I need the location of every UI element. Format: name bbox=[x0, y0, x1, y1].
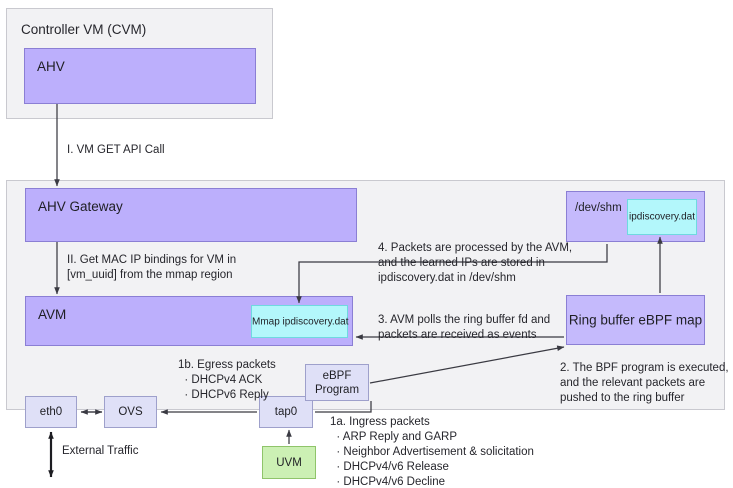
ipdiscovery-file-node[interactable]: ipdiscovery.dat bbox=[627, 199, 697, 235]
ipdiscovery-file-label: ipdiscovery.dat bbox=[629, 211, 695, 223]
mmap-ipdiscovery-label: Mmap ipdiscovery.dat bbox=[252, 316, 349, 327]
uvm-node[interactable]: UVM bbox=[262, 446, 316, 479]
ahv-node-label: AHV bbox=[37, 59, 65, 74]
tap0-label: tap0 bbox=[274, 406, 298, 418]
annotation-step-3: 3. AVM polls the ring buffer fd and pack… bbox=[378, 314, 551, 341]
annotation-step-2: 2. The BPF program is executed, and the … bbox=[560, 362, 729, 404]
ebpf-program-label: eBPF Program bbox=[314, 369, 360, 396]
annotation-step-2-roman: II. Get MAC IP bindings for VM in [vm_uu… bbox=[67, 254, 237, 281]
mmap-ipdiscovery-node[interactable]: Mmap ipdiscovery.dat bbox=[251, 305, 349, 338]
ovs-label: OVS bbox=[118, 406, 143, 418]
ring-buffer-node[interactable]: Ring buffer eBPF map bbox=[566, 295, 705, 345]
ovs-node[interactable]: OVS bbox=[104, 396, 157, 428]
uvm-label: UVM bbox=[276, 456, 302, 469]
eth0-node[interactable]: eth0 bbox=[25, 396, 77, 428]
avm-label: AVM bbox=[38, 307, 67, 322]
ahv-gateway-label: AHV Gateway bbox=[38, 199, 123, 214]
external-traffic-label: External Traffic bbox=[62, 445, 139, 457]
eth0-label: eth0 bbox=[39, 406, 63, 418]
ahv-node[interactable]: AHV bbox=[24, 48, 256, 104]
tap0-node[interactable]: tap0 bbox=[259, 396, 313, 428]
ahv-gateway-node[interactable]: AHV Gateway bbox=[25, 188, 357, 242]
annotation-step-1b: 1b. Egress packets · DHCPv4 ACK · DHCPv6… bbox=[178, 359, 276, 401]
annotation-step-4: 4. Packets are processed by the AVM, and… bbox=[378, 242, 573, 284]
annotation-step-1: I. VM GET API Call bbox=[67, 144, 165, 156]
ring-buffer-label: Ring buffer eBPF map bbox=[568, 312, 703, 328]
annotation-step-1a: 1a. Ingress packets · ARP Reply and GARP… bbox=[330, 416, 534, 488]
ebpf-program-node[interactable]: eBPF Program bbox=[305, 364, 369, 401]
controller-vm-label: Controller VM (CVM) bbox=[21, 22, 147, 37]
dev-shm-label: /dev/shm bbox=[575, 202, 622, 214]
